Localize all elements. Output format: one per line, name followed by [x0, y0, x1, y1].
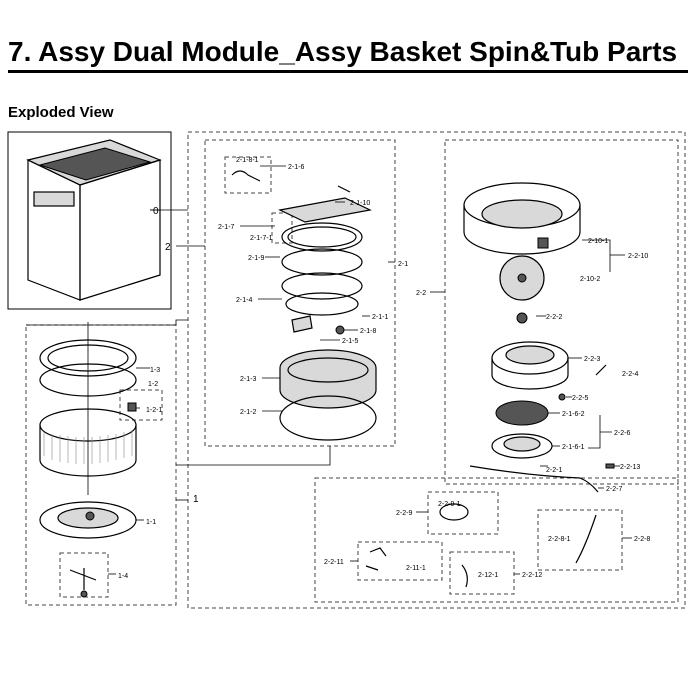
callout-2: 2 [165, 242, 171, 253]
callout-2-1-7: 2-1-7 [218, 224, 234, 231]
callout-2-10-2: 2-10-2 [580, 276, 600, 283]
leader-lines [26, 165, 632, 575]
callout-1-1: 1-1 [146, 519, 156, 526]
callout-2-10-1: 2-10-1 [588, 238, 608, 245]
callout-2-2-6: 2-2-6 [614, 430, 630, 437]
callout-1-2: 1-2 [148, 381, 158, 388]
callout-2-1-6-2: 2-1-6-2 [562, 411, 585, 418]
tub-assembly-parts [365, 182, 615, 588]
callout-2-2-8: 2-2-8 [634, 536, 650, 543]
callout-labels: 0 2 1 1-3 1-2 1-2-1 1-1 1-4 2-1-8-1 2-1-… [118, 157, 650, 580]
callout-1-4: 1-4 [118, 573, 128, 580]
callout-1-3: 1-3 [150, 367, 160, 374]
callout-2-1-9: 2-1-9 [248, 255, 264, 262]
callout-2-2-9: 2-2-9 [396, 510, 412, 517]
callout-1: 1 [193, 494, 199, 505]
callout-2-2-11: 2-2-11 [324, 559, 344, 566]
callout-0: 0 [153, 206, 159, 217]
callout-2-2-7: 2-2-7 [606, 486, 622, 493]
callout-2-1-2: 2-1-2 [240, 409, 256, 416]
callout-2-1-3: 2-1-3 [240, 376, 256, 383]
callout-2-2-10: 2-2-10 [628, 253, 648, 260]
callout-2-2-3: 2-2-3 [584, 356, 600, 363]
callout-2-1-8-1: 2-1-8-1 [236, 157, 259, 164]
callout-2-2-2: 2-2-2 [546, 314, 562, 321]
callout-2-12-1: 2-12-1 [478, 572, 498, 579]
callout-2-2-13: 2-2-13 [620, 464, 640, 471]
callout-2-2: 2-2 [416, 290, 426, 297]
group-frames [25, 131, 686, 609]
callout-2-11-1: 2-11-1 [406, 565, 426, 572]
callout-2-2-8-1: 2-2-8-1 [548, 536, 571, 543]
lid-assembly-parts [231, 170, 377, 441]
callout-2-1-4: 2-1-4 [236, 297, 252, 304]
callout-2-1-5: 2-1-5 [342, 338, 358, 345]
callout-2-2-4: 2-2-4 [622, 371, 638, 378]
callout-2-1-6: 2-1-6 [288, 164, 304, 171]
washer-cabinet-illustration [7, 131, 172, 310]
callout-2-1-6-1: 2-1-6-1 [562, 444, 585, 451]
callout-2-2-9-1: 2-2-9-1 [438, 501, 461, 508]
callout-2-1-1: 2-1-1 [372, 314, 388, 321]
callout-2-2-12: 2-2-12 [522, 572, 542, 579]
callout-2-1-7-1: 2-1-7-1 [250, 235, 273, 242]
callout-2-1: 2-1 [398, 261, 408, 268]
callout-2-2-1: 2-2-1 [546, 467, 562, 474]
callout-2-1-10: 2-1-10 [350, 200, 370, 207]
callout-2-2-5: 2-2-5 [572, 395, 588, 402]
callout-1-2-1: 1-2-1 [146, 407, 162, 414]
page-title: 7. Assy Dual Module_Assy Basket Spin&Tub… [8, 36, 688, 73]
callout-2-1-8: 2-1-8 [360, 328, 376, 335]
section-label: Exploded View [8, 104, 114, 121]
basket-assembly-parts [39, 322, 137, 598]
